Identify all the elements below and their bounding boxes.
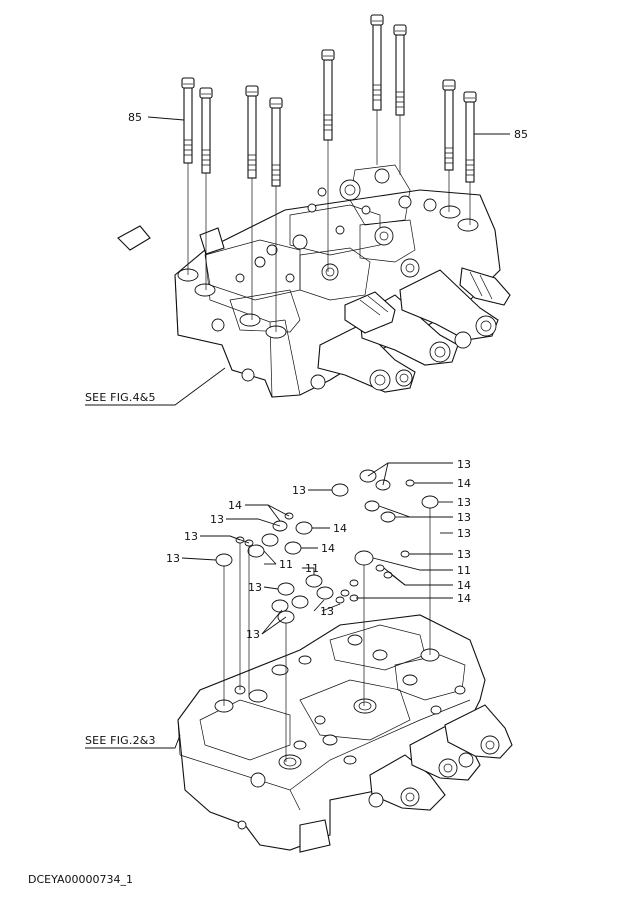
bolt-9 [463, 91, 477, 225]
reference-lower: SEE FIG.2&3 [85, 734, 156, 747]
callout-13-f: 14 [333, 522, 347, 535]
loose-seals [215, 469, 439, 762]
callout-13-b: 13 [292, 484, 306, 497]
callout-14-b: 14 [228, 499, 242, 512]
callout-13-e: 13 [210, 513, 224, 526]
callout-13-j: 13 [248, 581, 262, 594]
lower-valve-assembly [177, 614, 513, 853]
callout-13-l: 13 [246, 628, 260, 641]
bolt-3 [245, 85, 259, 320]
callout-11-a: 11 [279, 558, 293, 571]
reference-upper: SEE FIG.4&5 [85, 391, 156, 404]
callout-13-i: 13 [166, 552, 180, 565]
callout-11-c: 11 [305, 562, 319, 575]
callout-14-f: 14 [457, 592, 471, 605]
callout-13-g: 13 [457, 527, 471, 540]
callout-13-a: 13 [457, 458, 471, 471]
upper-bolts [181, 14, 477, 332]
callout-14-e: 14 [457, 579, 471, 592]
callout-14-d: 13 [457, 548, 471, 561]
bolt-6 [370, 14, 384, 165]
callout-13-k: 13 [320, 605, 334, 618]
drawing-code: DCEYA00000734_1 [28, 873, 133, 886]
upper-solenoid-left [344, 291, 396, 334]
callout-13-c: 13 [457, 496, 471, 509]
bolt-2 [199, 87, 213, 290]
bolt-7 [393, 24, 407, 175]
callout-14-a: 14 [457, 477, 471, 490]
callout-11-b: 11 [457, 564, 471, 577]
bolt-1 [181, 77, 195, 275]
callout-13-d: 13 [457, 511, 471, 524]
callout-85-left: 85 [128, 111, 142, 124]
callout-14-c: 13 [184, 530, 198, 543]
bolt-5 [321, 49, 335, 272]
upper-valve-assembly [117, 164, 511, 398]
upper-spool-housing-3 [399, 269, 499, 341]
callout-85-right: 85 [514, 128, 528, 141]
bolt-4 [269, 97, 283, 332]
lower-callouts: 13 14 13 13 14 13 13 14 13 13 14 13 13 1… [85, 458, 471, 749]
upper-callouts: 85 85 SEE FIG.4&5 [85, 111, 528, 406]
callout-13-h: 14 [321, 542, 335, 555]
bolt-8 [442, 79, 456, 212]
